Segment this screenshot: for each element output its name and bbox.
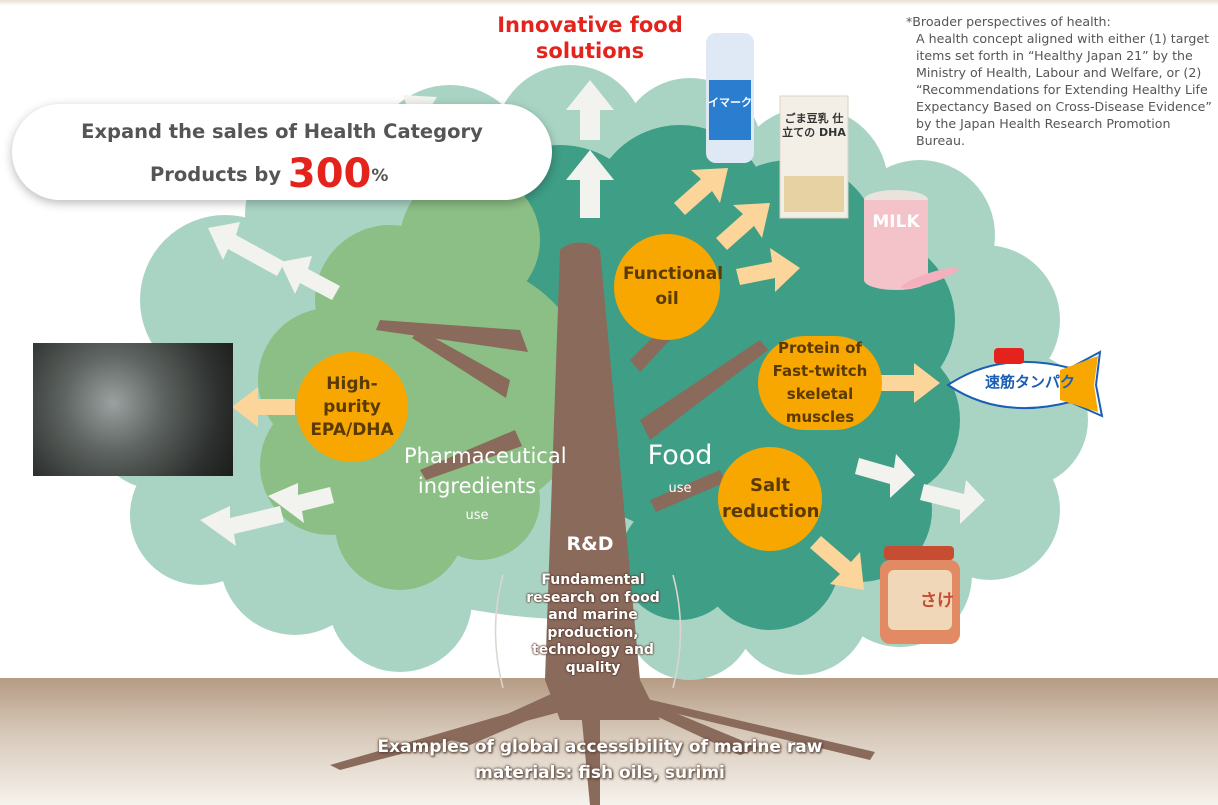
page-title: Innovative food solutions: [470, 12, 710, 64]
capsules-photo: [33, 343, 233, 476]
salt-reduction-label: Salt reduction: [722, 475, 820, 522]
food-text: Food: [647, 440, 713, 471]
salmon-jar-label: さけ: [920, 591, 954, 611]
top-band: [0, 0, 1218, 6]
drink-can-label: イマーク: [708, 96, 752, 109]
protein-label: Protein of Fast-twitch skeletal muscles: [772, 339, 868, 426]
tuna-protein-logo-text: 速筋タンパク: [984, 373, 1075, 391]
pharmaceutical-use-label: Pharmaceutical ingredients use: [404, 441, 567, 525]
functional-oil-label: Functional oil: [623, 264, 724, 309]
title-line-1: Innovative food: [497, 13, 683, 37]
sales-goal-banner: Expand the sales of Health Category Prod…: [12, 104, 552, 200]
tree-trunk: [330, 242, 875, 805]
title-line-2: solutions: [535, 39, 645, 63]
salt-reduction-circle: Salt reduction: [718, 447, 822, 551]
high-purity-label: High-purity EPA/DHA: [310, 373, 394, 440]
bracket-lines: [494, 574, 682, 689]
rnd-description: Fundamental research on food and marine …: [526, 572, 660, 676]
high-purity-epa-dha-circle: High-purity EPA/DHA: [296, 352, 408, 462]
milk-can-label: MILK: [872, 212, 920, 232]
marine-resources-caption: Examples of global accessibility of mari…: [377, 737, 823, 783]
salmon-jar-illustration: [880, 546, 960, 644]
health-footnote: *Broader perspectives of health: A healt…: [906, 13, 1216, 149]
goal-prefix: Products by: [150, 163, 288, 186]
footnote-heading: *Broader perspectives of health:: [906, 14, 1111, 29]
footnote-body: A health concept aligned with either (1)…: [916, 31, 1212, 148]
functional-oil-circle: Functional oil: [614, 234, 724, 340]
rnd-title: R&D: [566, 533, 614, 555]
food-use-label: Food use: [640, 438, 720, 498]
milk-can-illustration: [864, 190, 959, 290]
white-arrows: [200, 80, 985, 546]
goal-unit: %: [371, 166, 389, 186]
orange-arrows: [232, 168, 940, 590]
pharmaceutical-use-text: use: [465, 508, 489, 523]
soy-milk-box-illustration: [779, 95, 849, 219]
goal-value: 300: [287, 151, 372, 197]
tuna-fish-illustration: [946, 348, 1104, 418]
pharmaceutical-ingredients-text: Pharmaceutical ingredients: [404, 444, 567, 498]
food-use-text: use: [668, 481, 692, 496]
soy-milk-box-label: ごま豆乳 仕立ての DHA: [782, 112, 846, 139]
drink-can-illustration: [706, 33, 754, 163]
protein-circle: Protein of Fast-twitch skeletal muscles: [758, 336, 882, 430]
goal-line-1: Expand the sales of Health Category: [81, 120, 483, 143]
goal-line-2: Products by 300%: [150, 148, 389, 194]
